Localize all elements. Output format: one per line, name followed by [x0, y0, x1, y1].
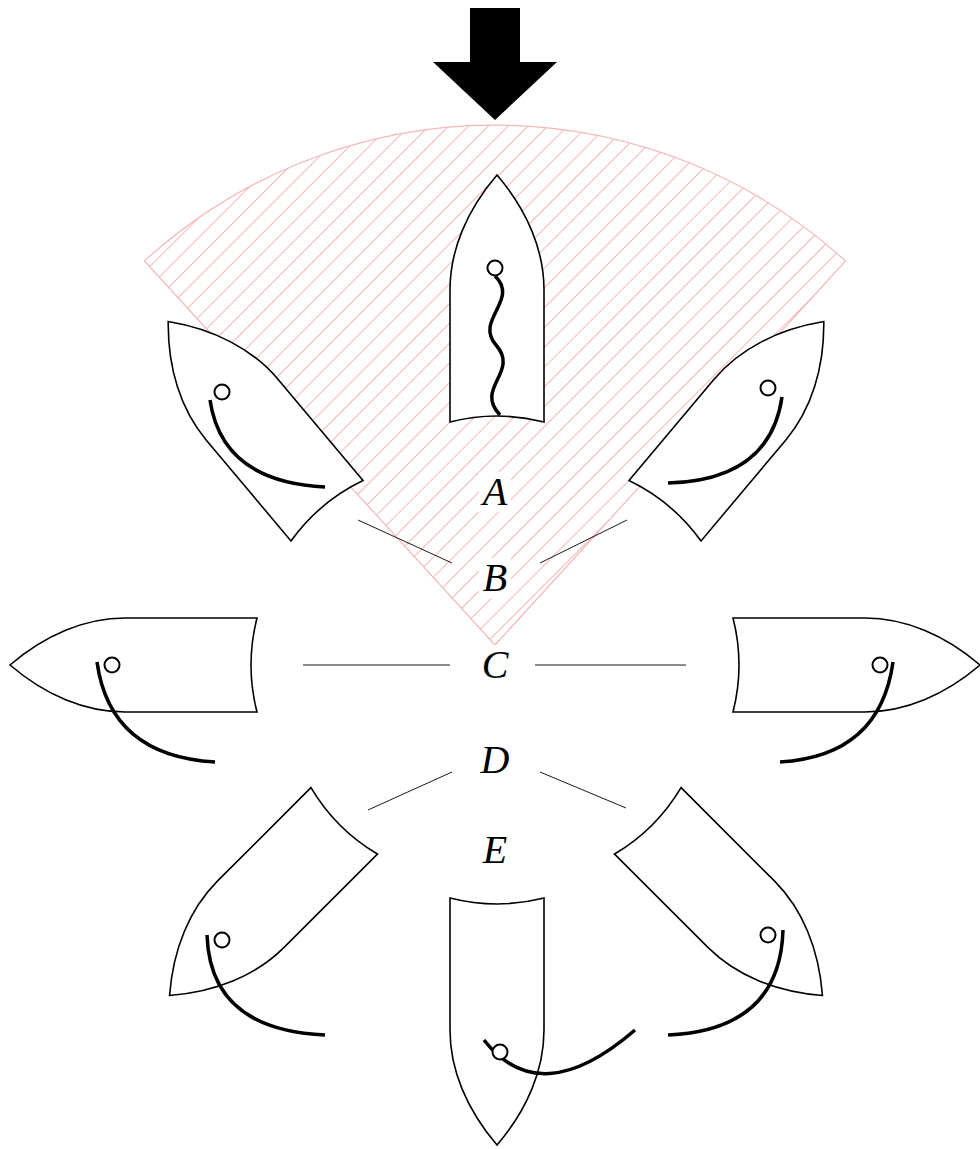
boat-hull	[450, 898, 544, 1145]
sails	[97, 276, 893, 1074]
leader-lines	[303, 520, 686, 810]
boat-hull	[450, 175, 544, 422]
boat-hull	[615, 788, 856, 1029]
boat-hull	[629, 291, 860, 541]
point-of-sail-letter: A	[479, 472, 511, 512]
boat-hull	[733, 618, 980, 712]
point-of-sail-letter: D	[477, 740, 514, 780]
masts	[105, 261, 888, 1060]
boats	[10, 175, 980, 1145]
point-of-sail-letter: E	[479, 830, 511, 870]
point-of-sail-letter: C	[478, 645, 513, 685]
point-of-sail-letter: B	[479, 558, 511, 598]
wind-arrow	[433, 8, 557, 120]
boat-hull	[136, 788, 377, 1029]
boat-hull	[10, 618, 257, 712]
boat-hull	[132, 291, 363, 541]
